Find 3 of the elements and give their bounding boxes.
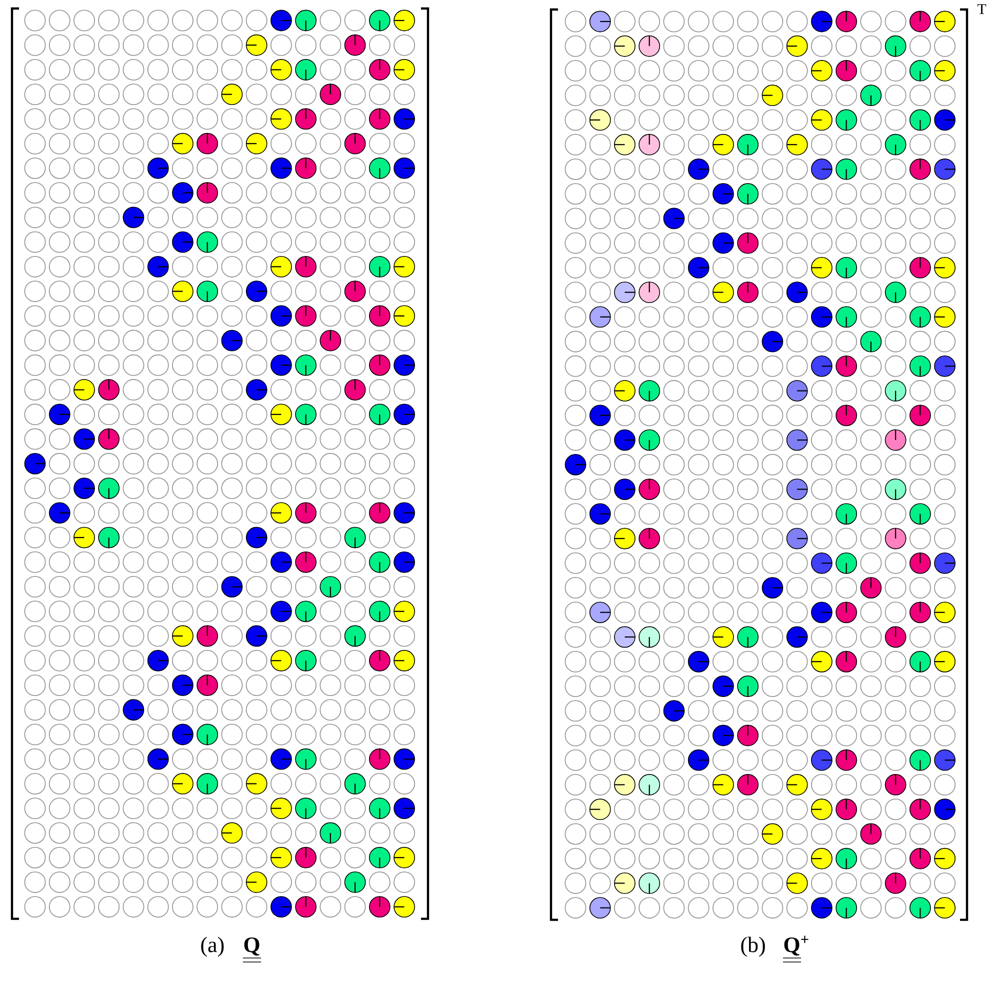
subfigure-label: (b) [741, 936, 765, 957]
transpose-mark: T [977, 4, 986, 14]
subfigure-label: (a) [201, 936, 224, 957]
